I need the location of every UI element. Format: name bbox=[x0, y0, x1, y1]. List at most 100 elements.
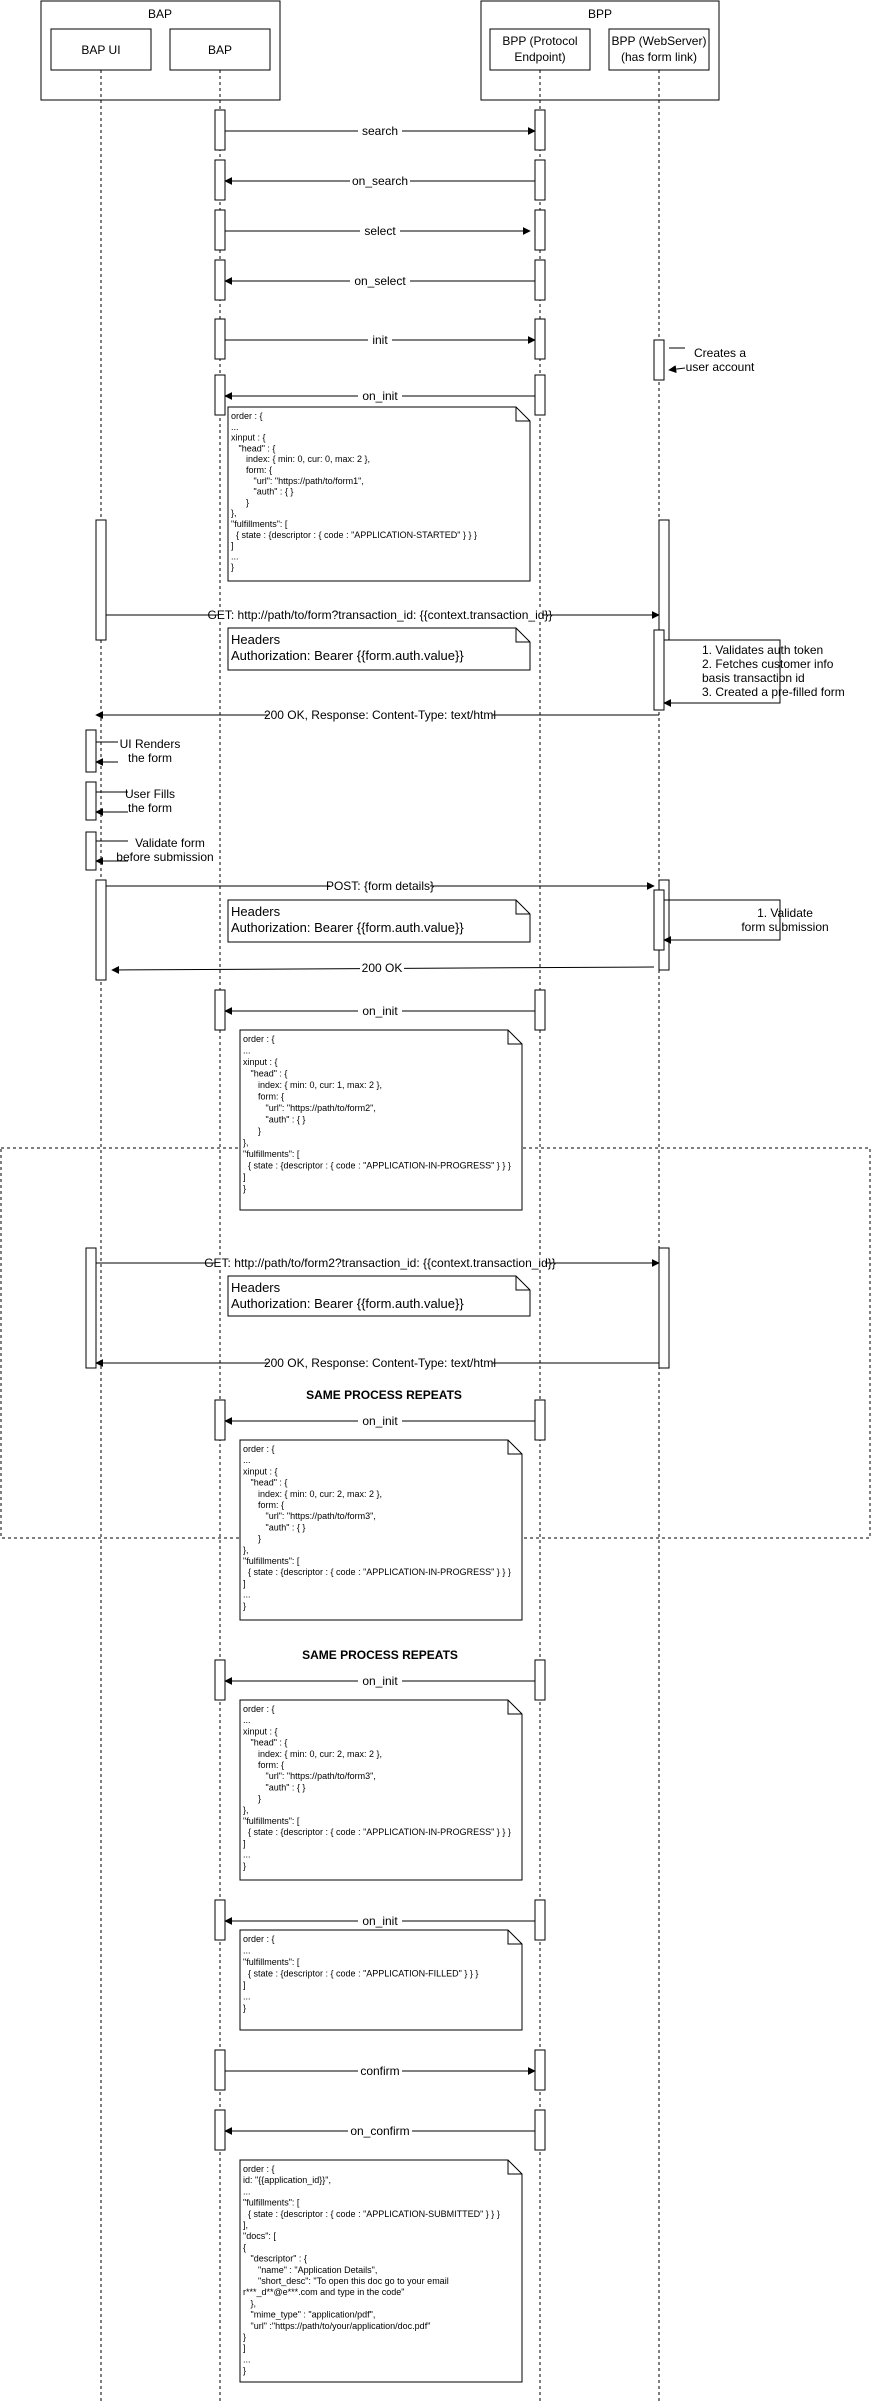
note-line: "auth" : { } bbox=[243, 1782, 305, 1792]
note-line: "url": "https://path/to/form1", bbox=[231, 476, 364, 486]
note-creates-account-2: user account bbox=[686, 360, 755, 374]
note-line: "url": "https://path/to/form3", bbox=[243, 1771, 376, 1781]
label-post-form: POST: {form details} bbox=[326, 879, 434, 893]
note-fold bbox=[515, 628, 530, 643]
self-arrow-validate-submission bbox=[663, 899, 781, 944]
activation-bpp bbox=[534, 2109, 546, 2151]
note-line: Authorization: Bearer {{form.auth.value}… bbox=[231, 920, 464, 935]
note-line: } bbox=[243, 2332, 246, 2342]
note-line: "head" : { bbox=[231, 443, 275, 453]
label-on-init-4: on_init bbox=[362, 1674, 398, 1688]
label-bg bbox=[358, 1004, 402, 1018]
self-arrow-validates bbox=[663, 639, 781, 707]
note-line: { state : {descriptor : { code : "APPLIC… bbox=[243, 1567, 511, 1577]
note-on-confirm: order : {id: "{{application_id}}",..."fu… bbox=[239, 2159, 523, 2383]
note-box bbox=[227, 899, 531, 943]
note-fold bbox=[515, 900, 530, 915]
repeat-label-1: SAME PROCESS REPEATS bbox=[306, 1388, 462, 1402]
note-line: } bbox=[243, 1861, 246, 1871]
activation-bap bbox=[214, 109, 226, 151]
note-line: xinput : { bbox=[243, 1726, 278, 1736]
activation-bap bbox=[214, 209, 226, 251]
activation-bap bbox=[214, 1659, 226, 1701]
self-arrow-creates-account-in bbox=[668, 365, 686, 374]
note-validate-form-2: before submission bbox=[116, 850, 213, 864]
activation-bpp bbox=[534, 2049, 546, 2091]
activation-bap bbox=[214, 2109, 226, 2151]
note-line: { bbox=[243, 2242, 246, 2252]
note-line: Headers bbox=[231, 904, 281, 919]
notes-layer: order : {...xinput : { "head" : { index:… bbox=[227, 406, 531, 2383]
activation-bap-ui bbox=[85, 729, 97, 773]
note-line: "docs": [ bbox=[243, 2231, 276, 2241]
label-on-init-1: on_init bbox=[362, 389, 398, 403]
note-fold bbox=[507, 2160, 522, 2175]
activation-bpp bbox=[534, 318, 546, 360]
label-init: init bbox=[372, 333, 388, 347]
label-get-form2: GET: http://path/to/form2?transaction_id… bbox=[204, 1256, 556, 1270]
note-validate-submission-1: 1. Validate bbox=[757, 906, 813, 920]
note-line: ... bbox=[243, 1946, 251, 1956]
label-bg bbox=[268, 708, 492, 722]
note-line: ... bbox=[243, 1715, 251, 1725]
note-line: order : { bbox=[243, 1034, 275, 1044]
activation-bpp-web bbox=[653, 889, 665, 951]
note-line: form: { bbox=[243, 1092, 284, 1102]
note-line: xinput : { bbox=[243, 1466, 278, 1476]
note-line: ] bbox=[243, 1578, 246, 1588]
activation-bpp-web bbox=[653, 629, 665, 711]
note-line: "auth" : { } bbox=[243, 1115, 305, 1125]
label-response-2: 200 OK, Response: Content-Type: text/htm… bbox=[264, 1356, 496, 1370]
activation-bap bbox=[214, 2049, 226, 2091]
note-line: ... bbox=[231, 551, 239, 561]
activation-bpp bbox=[534, 259, 546, 301]
label-select: select bbox=[364, 224, 396, 238]
note-line: "url" :"https://path/to/your/application… bbox=[243, 2321, 430, 2331]
note-line: Authorization: Bearer {{form.auth.value}… bbox=[231, 648, 464, 663]
note-line: Headers bbox=[231, 632, 281, 647]
activation-bpp bbox=[534, 1399, 546, 1441]
note-line: } bbox=[243, 1534, 261, 1544]
activation-bap bbox=[214, 318, 226, 360]
label-confirm: confirm bbox=[360, 2064, 399, 2078]
note-fold bbox=[507, 1440, 522, 1455]
activation-bpp bbox=[534, 989, 546, 1031]
activation-bap bbox=[214, 374, 226, 416]
note-box bbox=[227, 1275, 531, 1317]
note-line: }, bbox=[243, 1545, 249, 1555]
label-bg bbox=[360, 224, 400, 238]
note-line: ] bbox=[243, 1838, 246, 1848]
label-bg bbox=[358, 1414, 402, 1428]
label-bg bbox=[350, 174, 410, 188]
label-on-init-2: on_init bbox=[362, 1004, 398, 1018]
label-response-1: 200 OK, Response: Content-Type: text/htm… bbox=[264, 708, 496, 722]
note-line: ] bbox=[231, 541, 234, 551]
label-bg bbox=[368, 333, 392, 347]
note-creates-account-1: Creates a bbox=[694, 346, 746, 360]
activation-bap-ui bbox=[95, 519, 107, 641]
note-line: "mime_type" : "application/pdf", bbox=[243, 2310, 375, 2320]
activation-bap bbox=[214, 1399, 226, 1441]
note-validate-form-1: Validate form bbox=[135, 836, 205, 850]
label-bg bbox=[215, 1256, 545, 1270]
note-line: } bbox=[243, 2003, 246, 2013]
label-on-search: on_search bbox=[352, 174, 408, 188]
note-line: "fulfillments": [ bbox=[243, 1957, 300, 1967]
activation-bap bbox=[214, 159, 226, 201]
note-line: "head" : { bbox=[243, 1738, 287, 1748]
note-line: } bbox=[243, 2366, 246, 2376]
note-line: "fulfillments": [ bbox=[243, 1816, 300, 1826]
note-line: ... bbox=[243, 1850, 251, 1860]
note-line: order : { bbox=[231, 411, 263, 421]
note-line: r***_d**@e***.com and type in the code" bbox=[243, 2287, 404, 2297]
participant-bpp-webserver-label-2: (has form link) bbox=[621, 50, 697, 64]
note-line: "short_desc": "To open this doc go to yo… bbox=[243, 2276, 449, 2286]
activation-bap-ui bbox=[85, 1247, 97, 1369]
label-bg bbox=[358, 1914, 402, 1928]
label-bg bbox=[358, 1674, 402, 1688]
note-box bbox=[227, 406, 531, 582]
note-line: { state : {descriptor : { code : "APPLIC… bbox=[243, 2209, 500, 2219]
